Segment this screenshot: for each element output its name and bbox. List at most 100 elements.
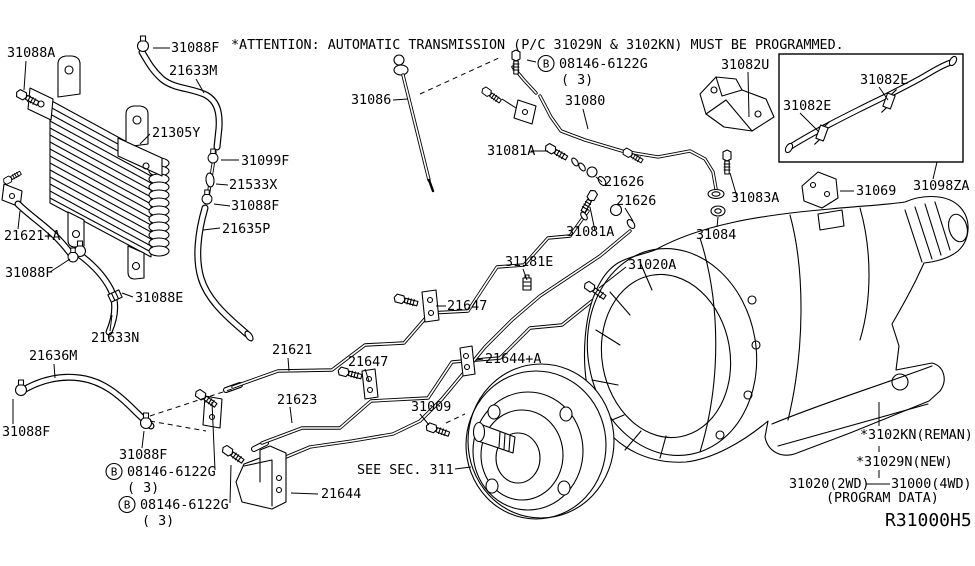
stud-icon <box>1 169 23 186</box>
callout-31086: 31086 <box>351 93 391 108</box>
converter-lug <box>557 480 571 496</box>
callout-31081A-1: 31081A <box>487 144 535 159</box>
attention-note: *ATTENTION: AUTOMATIC TRANSMISSION (P/C … <box>231 38 844 53</box>
callout-31099F: 31099F <box>241 154 289 169</box>
callout-31083A: 31083A <box>731 191 779 206</box>
callout-21621A: 21621+A <box>4 229 60 244</box>
callout-21305Y: 21305Y <box>152 126 200 141</box>
bolt-spec-2-prefix-circle <box>118 495 136 514</box>
callout-21635P: 21635P <box>222 222 270 237</box>
hose-21621A <box>1 169 79 263</box>
oil-cooler-21305Y <box>14 55 170 280</box>
leader-lines <box>12 47 938 504</box>
filler-bracket-bolt-icon <box>480 85 503 105</box>
callout-31082E-2: 31082E <box>860 73 908 88</box>
callout-31088F-1: 31088F <box>171 41 219 56</box>
callout-31080: 31080 <box>565 94 605 109</box>
bolt-spec-3: 08146-6122G <box>559 57 648 72</box>
callout-31098ZA: 31098ZA <box>913 179 969 194</box>
clamp-31082E-icon <box>881 89 897 113</box>
hose-21633M <box>136 35 223 151</box>
bolt-spec-2-prefix: B <box>124 499 131 512</box>
callout-31082U: 31082U <box>721 58 769 73</box>
clamp-31082E-icon <box>814 121 830 145</box>
callout-21623: 21623 <box>277 393 317 408</box>
cooler-coil-turns <box>148 157 170 257</box>
callout-31181E: 31181E <box>505 255 553 270</box>
callout-21633N: 21633N <box>91 331 139 346</box>
callout-21626-2: 21626 <box>616 194 656 209</box>
callout-21647-2: 21647 <box>348 355 388 370</box>
clamp-31088F-icon <box>14 379 28 397</box>
bolt-spec-3-prefix: B <box>543 58 550 71</box>
bolt-spec-1: 08146-6122G <box>127 465 216 480</box>
bolt-31081A-upper-icon <box>543 141 570 163</box>
grommet-31084-icon <box>710 205 726 217</box>
program-data-note: (PROGRAM DATA) <box>826 491 939 506</box>
callout-31088A: 31088A <box>7 46 55 61</box>
callout-21533X: 21533X <box>229 178 277 193</box>
inset-box-31098ZA <box>778 53 964 163</box>
callout-31088F-5: 31088F <box>119 448 167 463</box>
bracket-21644 <box>235 445 287 510</box>
callout-31084: 31084 <box>696 228 736 243</box>
bracket-21647-1 <box>421 289 440 323</box>
transmission <box>583 196 969 463</box>
clamp-31099F-icon <box>207 148 219 164</box>
bolt-spec-1-prefix: B <box>111 466 118 479</box>
converter-lug <box>487 404 501 420</box>
bolt-08146-top-icon <box>511 49 521 75</box>
callout-21626-1: 21626 <box>604 175 644 190</box>
tube-return-line <box>272 229 632 473</box>
callout-31000: 31000(4WD) <box>891 477 972 492</box>
bolt-21644-icon <box>220 443 246 466</box>
connector-21533X <box>201 148 219 205</box>
ref-code: R31000H5 <box>885 510 972 531</box>
callout-31088F-3: 31088F <box>5 266 53 281</box>
clip-31181E-icon <box>522 274 532 291</box>
dipstick-31086 <box>393 54 435 193</box>
callout-31020A: 31020A <box>628 258 676 273</box>
bolt-spec-2-qty: ( 3) <box>142 514 174 529</box>
bracket-21647-2 <box>361 368 379 400</box>
hose-21636M <box>14 373 155 430</box>
callout-21644A: 21644+A <box>485 352 541 367</box>
callouts-layer: *ATTENTION: AUTOMATIC TRANSMISSION (P/C … <box>2 38 973 531</box>
callout-31082E-1: 31082E <box>783 99 831 114</box>
bolt-spec-1-prefix-circle <box>105 462 123 481</box>
fitting-21626-2 <box>609 203 636 229</box>
callout-21644: 21644 <box>321 487 361 502</box>
fitting-21626-1 <box>586 166 607 186</box>
tube-31080 <box>538 94 725 200</box>
converter-lug <box>485 478 499 494</box>
tube-21621 <box>223 209 590 393</box>
hose-21635P <box>194 204 254 342</box>
bracket-31082U <box>699 76 775 132</box>
bolt-spec-3-prefix-circle <box>537 54 555 73</box>
callout-31069: 31069 <box>856 184 896 199</box>
callout-3102KN: *3102KN(REMAN) <box>860 428 973 443</box>
clamp-31088F-icon <box>201 189 213 205</box>
callout-31088E: 31088E <box>135 291 183 306</box>
torque-converter <box>465 363 615 520</box>
callout-21621: 21621 <box>272 343 312 358</box>
converter-lug <box>559 406 573 422</box>
filler-neck <box>480 49 538 125</box>
clip-31088E-icon <box>107 289 123 303</box>
callout-31029N: *31029N(NEW) <box>856 455 953 470</box>
clamp-31088F-icon <box>136 35 150 53</box>
bracket-21644A <box>459 345 476 377</box>
bolt-spec-3-qty: ( 3) <box>561 73 593 88</box>
callout-31088F-4: 31088F <box>2 425 50 440</box>
bolt-spec-1-qty: ( 3) <box>127 481 159 496</box>
bolt-spec-2: 08146-6122G <box>140 498 229 513</box>
callout-31088F-2: 31088F <box>231 199 279 214</box>
hose-21633N <box>73 240 123 336</box>
callout-31081A-2: 31081A <box>566 225 614 240</box>
see-sec-note: SEE SEC. 311 <box>357 463 454 478</box>
callout-31020: 31020(2WD) <box>789 477 870 492</box>
callout-21633M: 21633M <box>169 64 217 79</box>
callout-21636M: 21636M <box>29 349 77 364</box>
